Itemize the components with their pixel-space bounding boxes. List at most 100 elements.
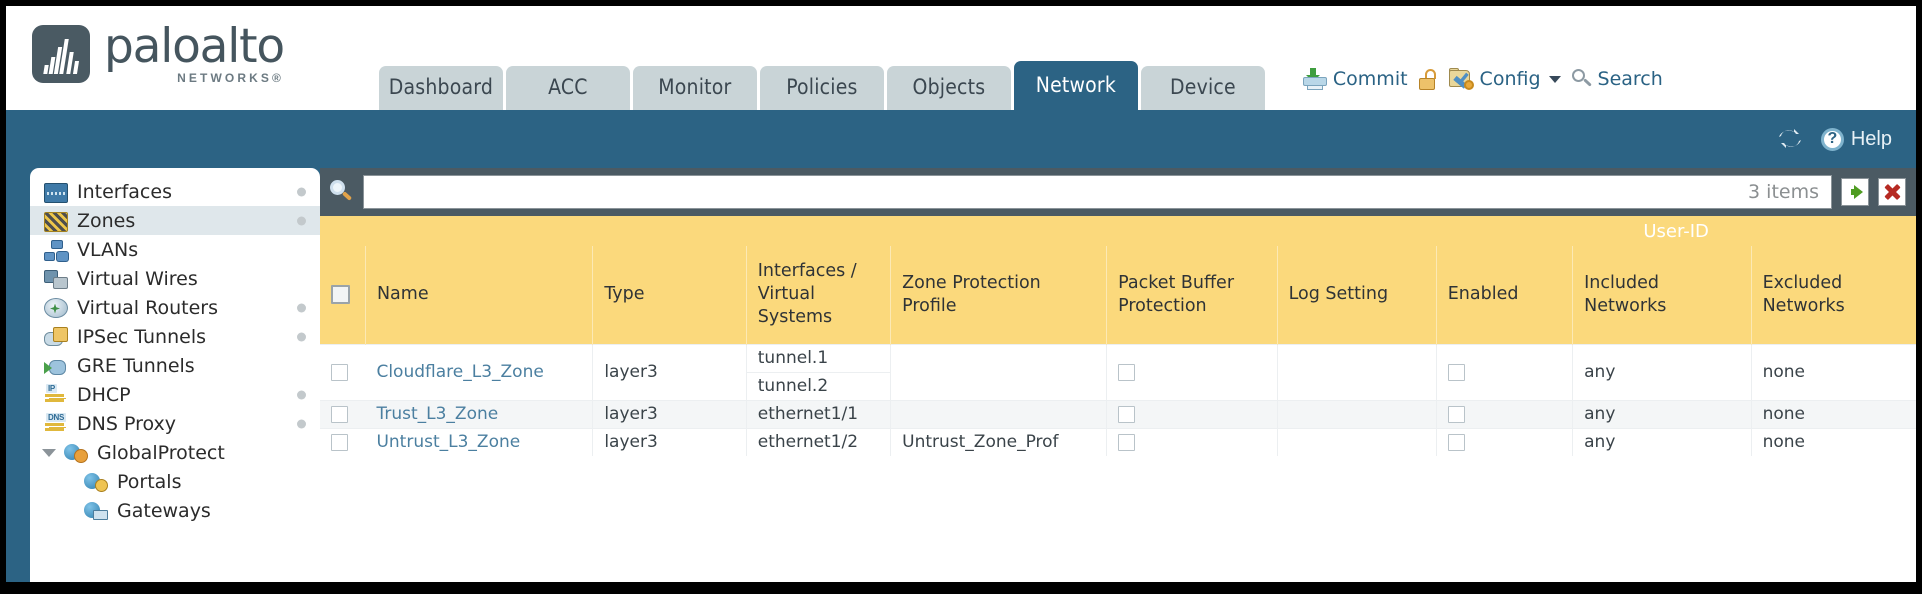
cell-type: layer3 [592, 399, 747, 428]
column-header-excluded-networks[interactable]: Excluded Networks [1750, 246, 1916, 344]
row-checkbox[interactable] [331, 405, 348, 423]
sidebar-item-zones[interactable]: Zones [30, 206, 320, 235]
zone-name-link[interactable]: Cloudflare_L3_Zone [376, 362, 544, 382]
cell-userid-enabled[interactable] [1435, 427, 1573, 456]
interfaces-icon [44, 183, 68, 203]
sidebar-item-dns-proxy[interactable]: DNS DNS Proxy [30, 409, 320, 438]
tab-policies[interactable]: Policies [759, 66, 884, 110]
cell-included-networks: any [1572, 399, 1752, 428]
arrow-right-icon [1850, 185, 1863, 199]
table-row[interactable]: Trust_L3_Zone layer3 ethernet1/1 [320, 399, 1916, 428]
cell-packet-buffer-protection[interactable] [1106, 399, 1278, 428]
items-count-label: 3 items [1748, 181, 1819, 203]
sidebar-item-interfaces[interactable]: Interfaces [30, 177, 320, 206]
cell-zone-protection-profile: Untrust_Zone_Prof [890, 427, 1107, 456]
column-header-name[interactable]: Name [364, 246, 593, 344]
column-header-zone-protection-profile[interactable]: Zone Protection Profile [890, 246, 1107, 344]
unlock-button[interactable] [1418, 68, 1438, 90]
row-select-cell[interactable] [320, 343, 366, 400]
search-label: Search [1597, 68, 1663, 90]
zone-name-link[interactable]: Untrust_L3_Zone [376, 432, 521, 453]
select-all-checkbox[interactable] [331, 284, 350, 304]
tab-acc[interactable]: ACC [505, 66, 630, 110]
tab-objects[interactable]: Objects [886, 66, 1011, 110]
filter-search-field[interactable]: 3 items [363, 175, 1832, 209]
ipsec-tunnels-icon [44, 326, 68, 347]
cell-name[interactable]: Cloudflare_L3_Zone [365, 343, 593, 400]
cell-packet-buffer-protection[interactable] [1106, 427, 1278, 456]
apply-filter-button[interactable] [1841, 178, 1869, 206]
userid-enabled-checkbox[interactable] [1447, 433, 1465, 451]
column-header-userid-enabled[interactable]: Enabled [1435, 246, 1573, 344]
packet-buffer-protection-checkbox[interactable] [1118, 363, 1136, 381]
sidebar-item-portals[interactable]: Portals [30, 467, 320, 496]
help-button[interactable]: ? Help [1820, 127, 1892, 151]
window-bottom-edge [6, 582, 1916, 594]
tree-expand-icon[interactable] [42, 448, 56, 457]
config-menu-button[interactable]: Config [1448, 68, 1561, 90]
row-select-cell[interactable] [320, 427, 366, 456]
column-header-included-networks[interactable]: Included Networks [1572, 246, 1752, 344]
clear-filter-button[interactable] [1878, 178, 1906, 206]
column-header-type[interactable]: Type [592, 246, 747, 344]
zones-table-container: User-ID Name Type Interfaces / Virtual S… [320, 216, 1916, 594]
commit-button[interactable]: Commit [1302, 68, 1408, 90]
userid-enabled-checkbox[interactable] [1447, 405, 1465, 423]
sidebar-item-virtual-routers[interactable]: Virtual Routers [30, 293, 320, 322]
tab-network[interactable]: Network [1013, 61, 1138, 110]
cell-packet-buffer-protection[interactable] [1106, 343, 1278, 400]
row-checkbox[interactable] [331, 363, 348, 381]
userid-enabled-checkbox[interactable] [1447, 363, 1465, 381]
cell-name[interactable]: Untrust_L3_Zone [365, 427, 593, 456]
sidebar-status-dot [297, 187, 306, 196]
column-header-packet-buffer-protection[interactable]: Packet Buffer Protection [1106, 246, 1278, 344]
zones-table: User-ID Name Type Interfaces / Virtual S… [320, 216, 1916, 456]
tab-device[interactable]: Device [1140, 66, 1265, 110]
cell-included-networks: any [1572, 343, 1752, 400]
column-header-interfaces[interactable]: Interfaces / Virtual Systems [745, 246, 891, 344]
cell-interface: ethernet1/2 [745, 427, 891, 456]
sidebar-status-dot [297, 390, 306, 399]
cell-zone-protection-profile [890, 399, 1107, 428]
paloalto-logo-icon [32, 24, 90, 83]
padlock-icon [1418, 68, 1438, 90]
select-all-header[interactable] [320, 246, 366, 344]
sidebar-item-gateways[interactable]: Gateways [30, 496, 320, 525]
column-header-log-setting[interactable]: Log Setting [1276, 246, 1437, 344]
packet-buffer-protection-checkbox[interactable] [1118, 433, 1136, 451]
table-row[interactable]: Untrust_L3_Zone layer3 ethernet1/2 Untru… [320, 427, 1916, 456]
filter-search-icon[interactable] [328, 179, 354, 205]
tab-monitor[interactable]: Monitor [632, 66, 757, 110]
sidebar-item-dhcp[interactable]: IP DHCP [30, 380, 320, 409]
sidebar-item-globalprotect[interactable]: GlobalProtect [30, 438, 320, 467]
cell-excluded-networks: none [1750, 399, 1916, 428]
row-checkbox[interactable] [331, 433, 348, 451]
zone-name-link[interactable]: Trust_L3_Zone [376, 404, 499, 424]
sidebar-item-label: Portals [117, 470, 182, 493]
cell-userid-enabled[interactable] [1435, 399, 1573, 428]
search-button[interactable]: Search [1571, 68, 1663, 90]
packet-buffer-protection-checkbox[interactable] [1118, 405, 1136, 423]
search-input[interactable] [364, 176, 1749, 208]
app-header: paloalto NETWORKS® Dashboard ACC Monitor… [6, 6, 1916, 110]
cell-userid-enabled[interactable] [1435, 343, 1573, 400]
cell-interface: ethernet1/1 [745, 399, 891, 428]
globalprotect-icon [64, 443, 88, 463]
zones-table-body: Cloudflare_L3_Zone layer3 tunnel.1 [320, 343, 1916, 456]
cell-type: layer3 [592, 343, 747, 400]
cell-name[interactable]: Trust_L3_Zone [365, 399, 593, 428]
sidebar-item-gre-tunnels[interactable]: GRE Tunnels [30, 351, 320, 380]
tab-dashboard[interactable]: Dashboard [378, 66, 503, 110]
sidebar-item-label: DHCP [77, 383, 131, 406]
row-select-cell[interactable] [320, 399, 366, 428]
vlans-icon [44, 239, 68, 261]
sidebar-item-ipsec-tunnels[interactable]: IPSec Tunnels [30, 322, 320, 351]
sidebar-item-virtual-wires[interactable]: Virtual Wires [30, 264, 320, 293]
refresh-icon[interactable] [1777, 128, 1803, 150]
table-group-header-row: User-ID [320, 216, 1916, 246]
brand-tagline: NETWORKS® [177, 71, 284, 85]
sidebar-item-vlans[interactable]: VLANs [30, 235, 320, 264]
table-row[interactable]: Cloudflare_L3_Zone layer3 tunnel.1 [320, 343, 1916, 400]
gateways-icon [84, 501, 108, 521]
